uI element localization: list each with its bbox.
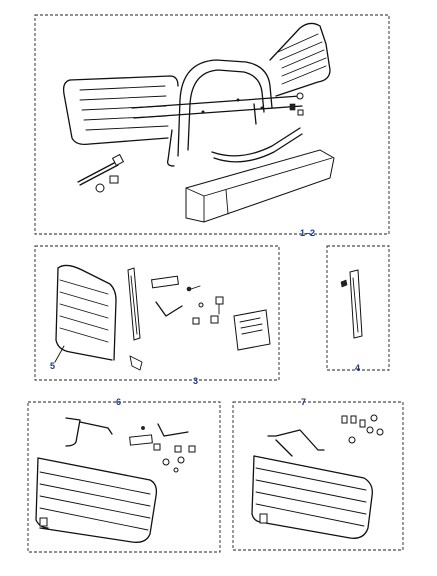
panel-headlight-guard-kit: 3 5 [34,245,280,386]
long-bolt [77,153,125,193]
trim-strip [349,269,363,339]
bracket-plate [151,275,179,289]
panel-4-frame [326,245,390,371]
label-7: 7 [301,397,306,407]
label-6: 6 [116,397,121,407]
label-3: 3 [193,376,198,386]
panel-left-rear-guard: 6 [27,397,221,553]
instruction-booklet [233,309,271,351]
grille-guard-frame [62,22,331,167]
label-1-2: 1–2 [300,228,315,238]
mount-bracket-7 [267,429,325,457]
curved-brace-bar [211,127,301,157]
hex-key [155,301,183,317]
panel-1-2-frame [34,14,390,235]
hardware-6 [129,423,196,473]
bolt-hardware [186,285,224,325]
panel-3-frame [34,245,280,381]
panel-grille-guard: 1–2 [34,14,390,238]
headlight-guard [55,264,117,361]
mount-bracket-6 [65,417,113,447]
rear-guard-7 [251,455,373,539]
label-5: 5 [50,361,55,371]
hardware-7 [341,414,384,444]
panel-7-frame [232,401,404,551]
mounting-strip [127,267,143,371]
rear-guard-6 [35,457,158,543]
valance-panel [185,149,335,223]
panel-right-rear-guard: 7 [232,397,404,551]
panel-strip-part: 4 [326,245,390,373]
panel-6-frame [27,401,221,553]
label-4: 4 [355,363,360,373]
bolt-set [289,92,304,116]
